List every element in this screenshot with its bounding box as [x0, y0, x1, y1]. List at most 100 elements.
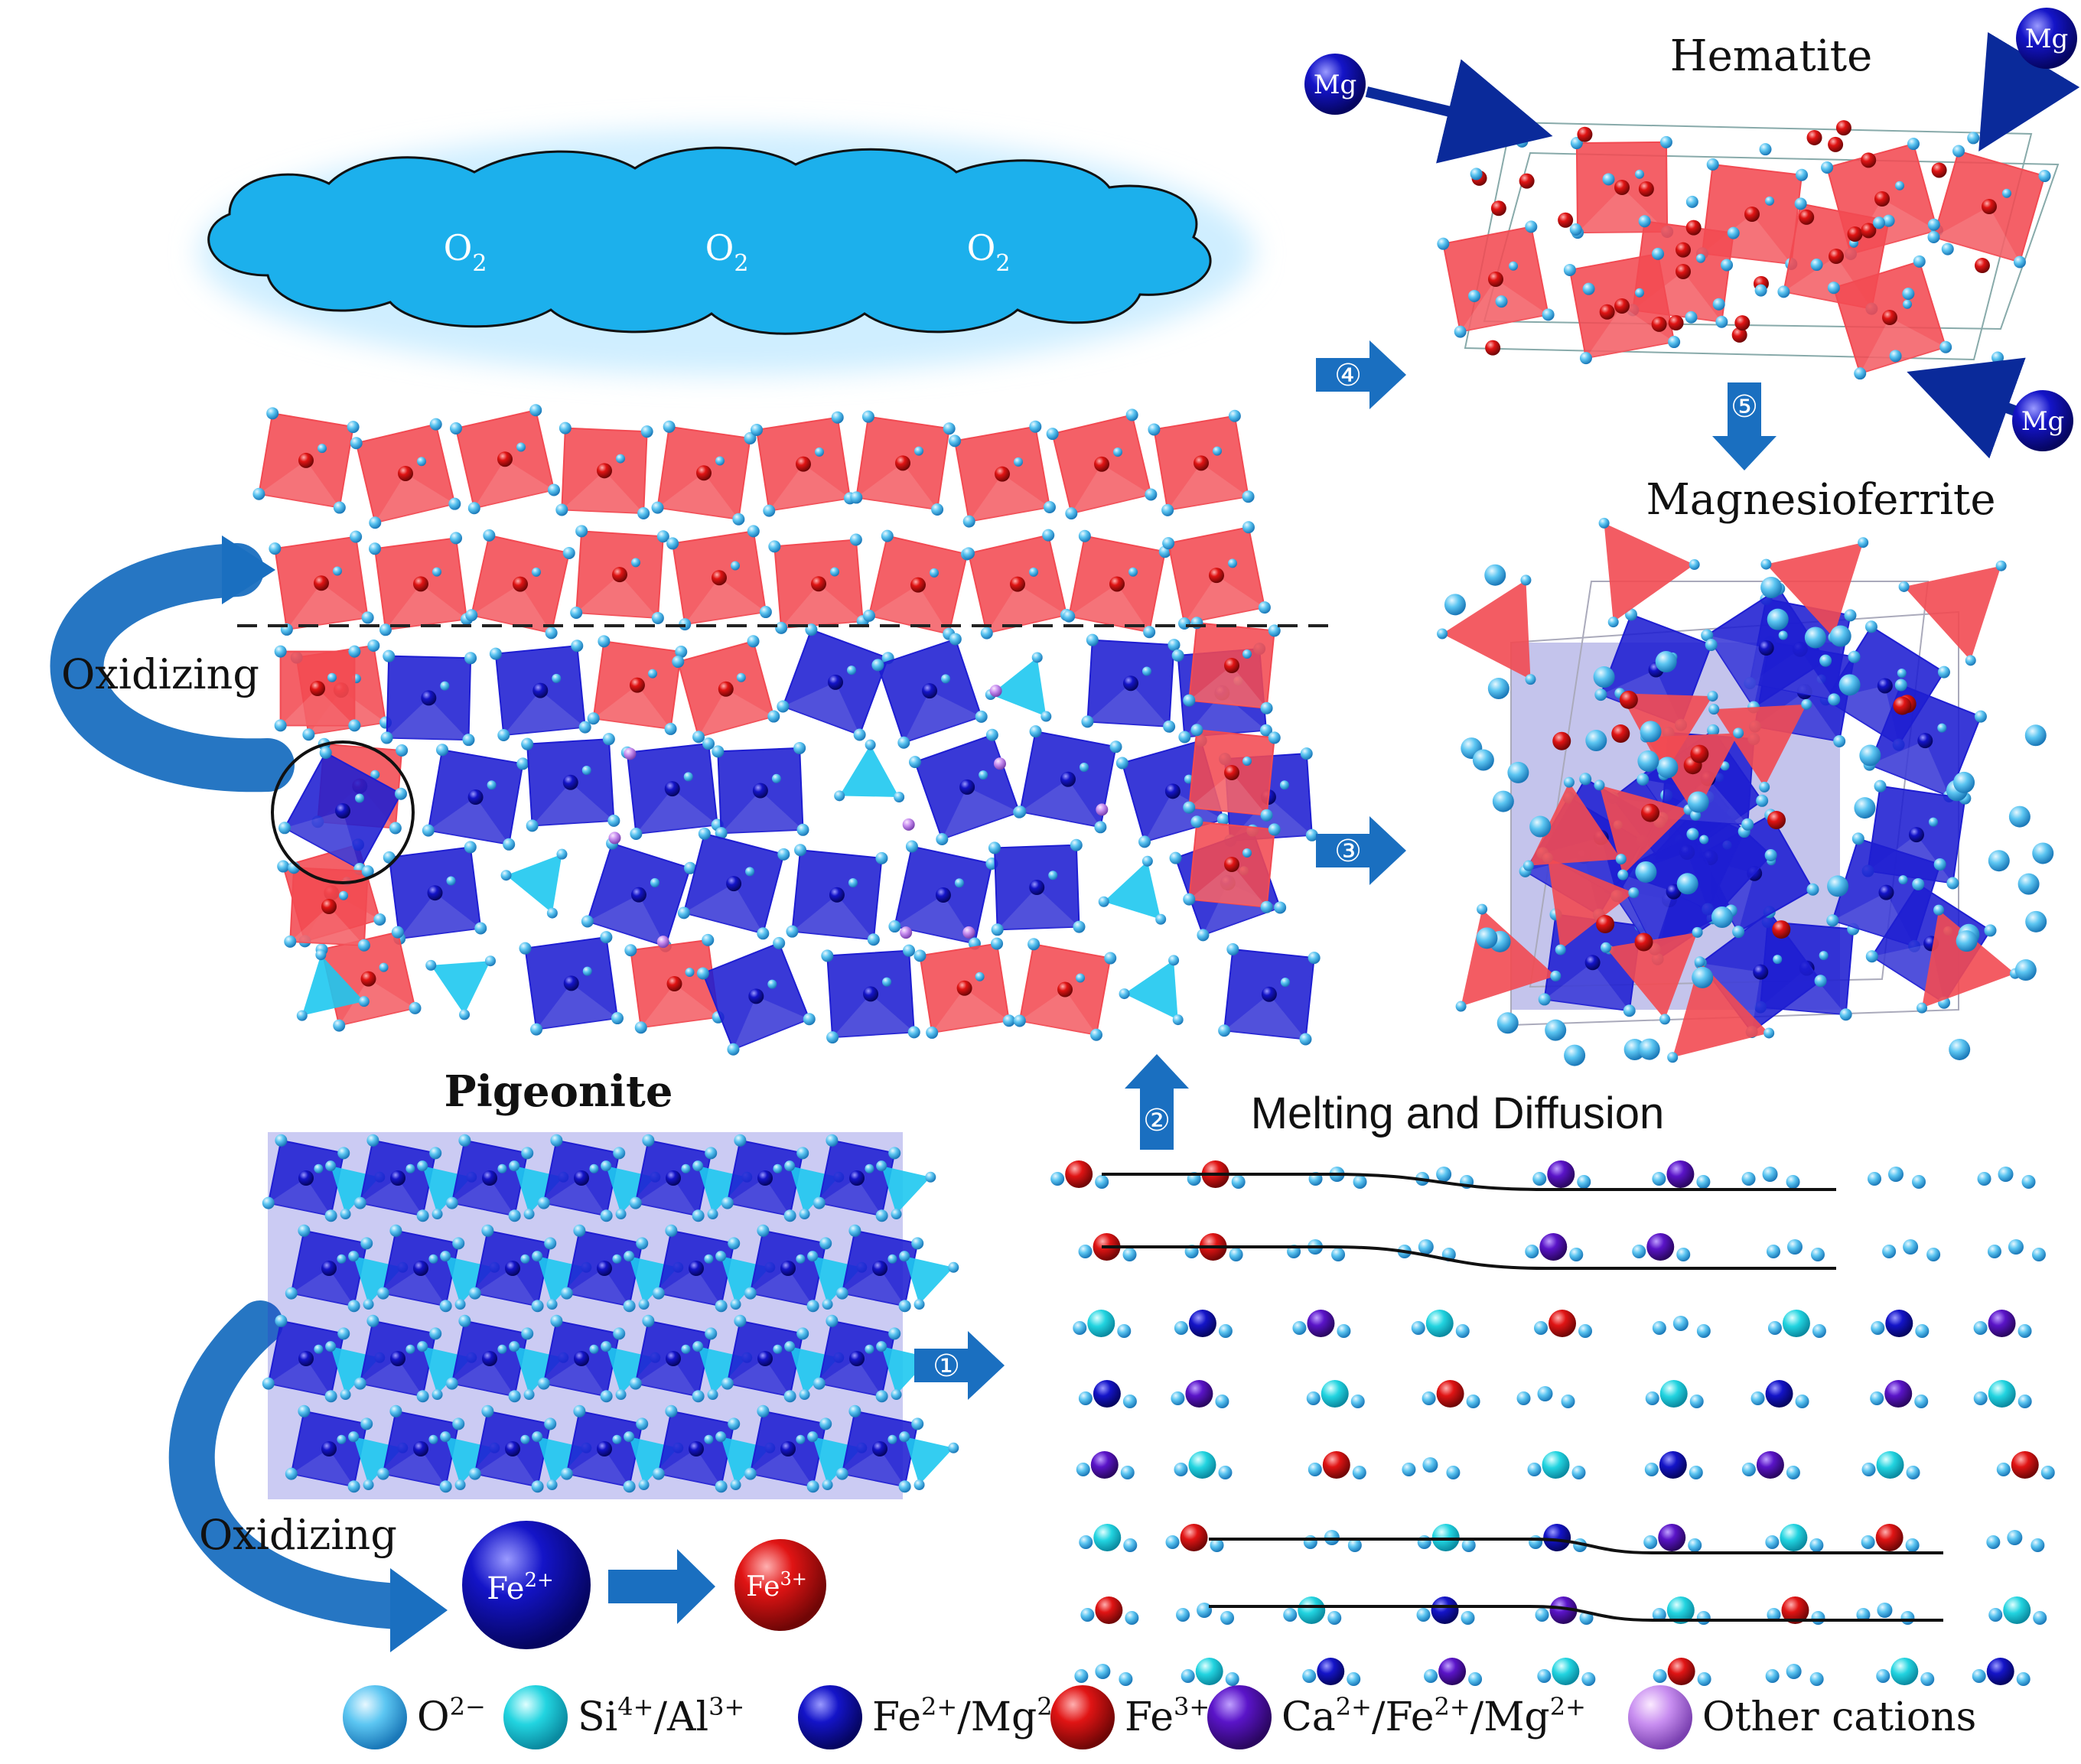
oxygen-atom — [1305, 828, 1318, 841]
fe3-atom — [1861, 223, 1877, 239]
oxygen-atom — [612, 1434, 622, 1444]
melt-atom — [1438, 1658, 1467, 1685]
oxygen-atom — [1694, 956, 1705, 968]
oxygen-atom — [1079, 1535, 1093, 1549]
cation-atom — [796, 456, 811, 472]
oxygen-atom — [445, 1377, 458, 1390]
oxygen-atom — [1050, 1172, 1065, 1186]
oxygen-atom — [277, 860, 290, 873]
polyhedron-face — [683, 884, 764, 934]
oxygen-atom — [623, 1300, 636, 1313]
oxygen-atom — [835, 1287, 848, 1300]
oxygen-atom — [616, 454, 625, 464]
oxygen-atom — [1080, 1608, 1095, 1622]
polyhedron-face — [259, 460, 340, 508]
oxygen-atom — [1268, 624, 1281, 637]
oxygen-atom — [777, 700, 790, 713]
oxygen-atom — [849, 533, 862, 546]
oxygen-atom — [274, 719, 287, 732]
fe2-octahedron — [677, 827, 790, 940]
fe3-octahedron — [672, 635, 780, 744]
oxygen-atom — [1895, 181, 1904, 190]
oxygen-atom — [2017, 873, 2040, 895]
oxygen-atom — [1042, 529, 1055, 542]
fe3-tetrahedron — [1917, 904, 2021, 1014]
tetrahedron-face — [1620, 693, 1713, 776]
fe3-atom — [1519, 173, 1535, 189]
oxygen-atom — [1848, 650, 1861, 663]
tetrahedron-face — [1124, 960, 1178, 1020]
oxygen-atom — [1956, 930, 1978, 952]
cation-atom — [1874, 191, 1890, 207]
oxygen-atom — [875, 1209, 888, 1222]
oxygen-atom — [848, 1224, 861, 1237]
magnesioferrite-title: Magnesioferrite — [1646, 475, 1995, 525]
melt-atom — [1885, 1310, 1913, 1337]
polyhedron-face — [842, 1449, 905, 1487]
oxygen-atom — [1350, 1395, 1365, 1408]
oxygen-atom — [767, 710, 780, 723]
oxygen-atom — [1260, 900, 1273, 913]
oxygen-atom — [532, 567, 541, 577]
step-number: ⑤ — [1731, 390, 1758, 424]
tetrahedron-face — [990, 657, 1047, 717]
oxygen-atom — [1894, 679, 1907, 692]
oxygen-atom — [1579, 773, 1592, 786]
polyhedron-face — [942, 786, 1020, 840]
oxygen-atom — [1707, 724, 1720, 737]
oxygen-atom — [1040, 711, 1052, 722]
oxygen-atom — [1122, 1248, 1137, 1261]
oxygen-atom — [1760, 576, 1783, 598]
cation-atom — [314, 575, 329, 591]
oxygen-atom — [1411, 1321, 1425, 1335]
oxygen-atom — [1455, 1324, 1470, 1338]
melt-atom — [1436, 1380, 1464, 1408]
cation-atom — [910, 577, 926, 593]
oxygen-atom — [448, 497, 461, 510]
oxygen-atom — [1571, 1466, 1586, 1479]
cation-atom — [335, 803, 350, 819]
oxygen-atom — [1856, 1608, 1871, 1622]
oxygen-atom — [2008, 806, 2031, 828]
fe3-octahedron — [1437, 220, 1555, 338]
oxygen-atom — [1171, 649, 1184, 662]
fe3-atom — [1596, 915, 1615, 934]
oxygen-atom — [1826, 914, 1839, 927]
melt-atom — [1188, 1451, 1216, 1479]
oxygen-atom — [1833, 735, 1846, 748]
mg-ion-label: Mg — [1314, 70, 1357, 100]
tetrahedron-face — [1528, 782, 1621, 866]
oxidized-lattice — [252, 404, 1321, 1056]
cation-atom — [574, 1351, 589, 1366]
cation-atom — [563, 975, 579, 991]
oxygen-atom — [1171, 1391, 1185, 1405]
oxygen-atom — [497, 1344, 507, 1354]
oxygen-atom — [905, 840, 918, 853]
oxygen-atom — [1764, 848, 1777, 861]
step-number: ① — [933, 1349, 960, 1383]
polyhedron-face — [769, 464, 850, 511]
oxygen-atom — [1417, 1535, 1431, 1549]
si-tetrahedron — [899, 1431, 959, 1491]
melt-atom — [1180, 1524, 1208, 1551]
polyhedron-face — [721, 790, 803, 834]
oxygen-atom — [871, 659, 884, 672]
oxygen-atom — [638, 1299, 650, 1310]
fe3-atom — [1893, 696, 1912, 715]
oxygen-atom — [1081, 715, 1094, 728]
oxygen-atom — [560, 1287, 573, 1300]
fe3-atom — [1685, 220, 1702, 236]
oxygen-atom — [773, 1344, 783, 1354]
fe2-octahedron — [353, 1314, 442, 1403]
oxygen-atom — [1492, 790, 1514, 812]
oxygen-atom — [2031, 1248, 2046, 1261]
oxygen-atom — [1712, 298, 1725, 311]
oxygen-atom — [707, 1209, 718, 1220]
oxygen-atom — [1125, 408, 1138, 421]
oxygen-atom — [467, 502, 480, 515]
oxygen-atom — [337, 1254, 347, 1264]
oxygen-atom — [830, 567, 839, 577]
oxygen-atom — [1444, 594, 1466, 616]
oxygen-atom — [1013, 1014, 1026, 1027]
fe3-atom — [1847, 226, 1863, 242]
